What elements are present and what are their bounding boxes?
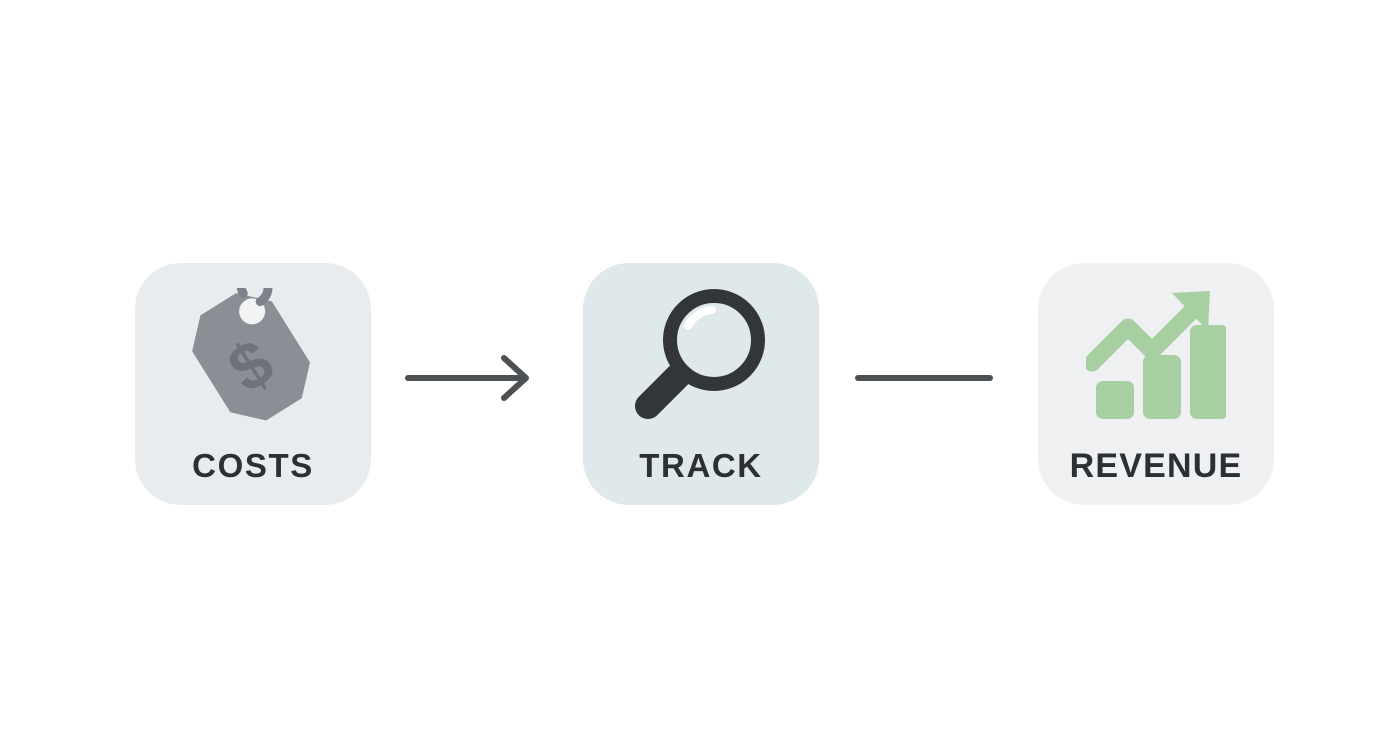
flow-node-label: TRACK <box>639 447 763 484</box>
growth-bar-chart-arrow-icon <box>1086 287 1226 427</box>
connector-arrow-costs-to-track <box>400 352 540 409</box>
flow-node-revenue[interactable]: REVENUE <box>1038 263 1274 505</box>
flow-node-label: REVENUE <box>1069 447 1243 485</box>
price-tag-dollar-icon: $ <box>187 285 319 425</box>
connector-line-track-to-revenue <box>850 360 1000 401</box>
flow-node-label: COSTS <box>192 447 314 484</box>
magnifying-glass-icon <box>626 283 776 423</box>
flow-node-costs[interactable]: $ COSTS <box>135 263 371 505</box>
flow-node-track[interactable]: TRACK <box>583 263 819 505</box>
